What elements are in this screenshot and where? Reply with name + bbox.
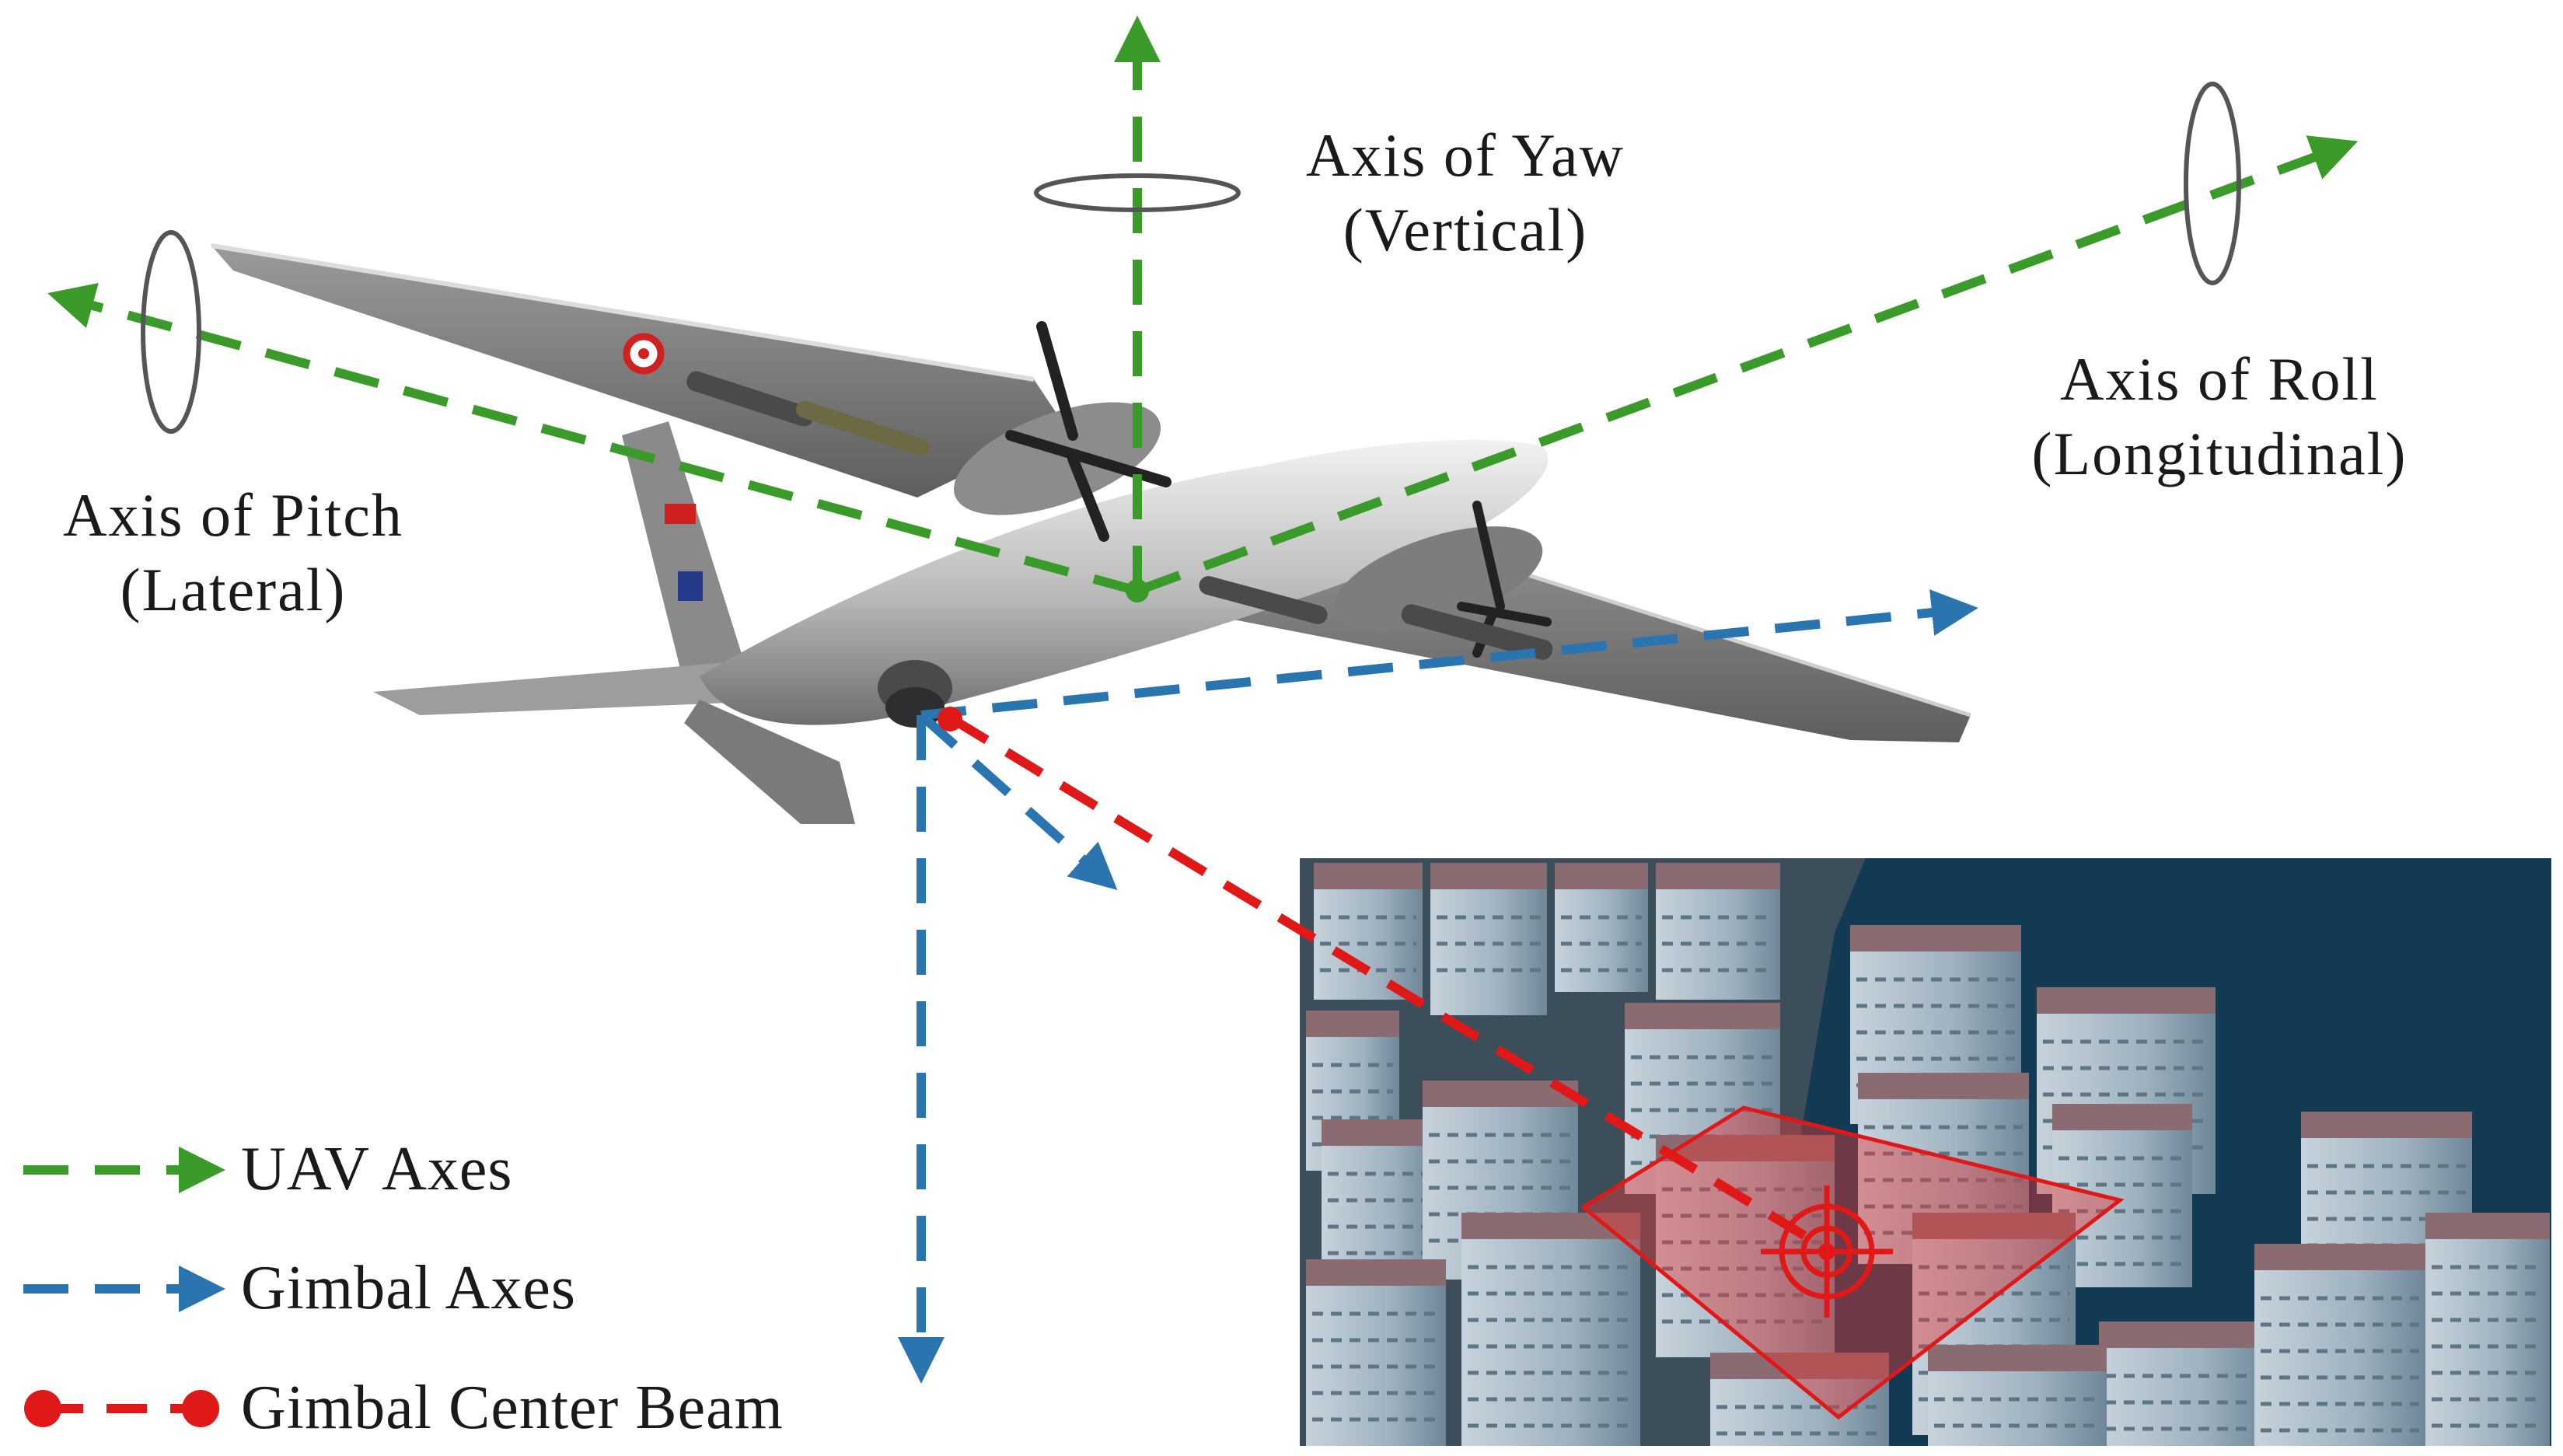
building-roof bbox=[1858, 1073, 2029, 1099]
building-roof bbox=[2037, 987, 2216, 1014]
city-point-cloud-image bbox=[1300, 858, 2551, 1446]
legend-gimbal-axes-label: Gimbal Axes bbox=[241, 1254, 576, 1322]
gimbal-center-beam bbox=[949, 714, 1834, 1256]
uav-center-point bbox=[1126, 579, 1149, 602]
uav-axes bbox=[47, 16, 2359, 595]
building-roof bbox=[1306, 1259, 1446, 1286]
gimbal-axis-lateral bbox=[918, 711, 1118, 890]
building bbox=[2254, 1264, 2425, 1446]
gimbal-axis-forward bbox=[920, 589, 1978, 720]
building-roof bbox=[2052, 1104, 2192, 1130]
roll-label-line1: Axis of Roll bbox=[2060, 345, 2379, 413]
building-roof bbox=[1928, 1345, 2107, 1371]
building bbox=[1928, 1365, 2107, 1446]
building-roof bbox=[2254, 1244, 2425, 1270]
building-roof bbox=[1710, 1353, 1889, 1379]
uav-aircraft bbox=[211, 243, 1971, 824]
building-roof bbox=[1461, 1213, 1640, 1239]
building-roof bbox=[2425, 1213, 2550, 1239]
pitch-label-line1: Axis of Pitch bbox=[63, 481, 403, 549]
building-roof bbox=[1430, 863, 1547, 889]
pitch-label-line2: (Lateral) bbox=[120, 556, 347, 623]
roll-axis-label: Axis of Roll (Longitudinal) bbox=[1975, 342, 2464, 491]
building-roof bbox=[2099, 1322, 2270, 1348]
legend-uav-axes-label: UAV Axes bbox=[241, 1135, 513, 1203]
legend-gimbal-center-beam-label: Gimbal Center Beam bbox=[241, 1374, 784, 1442]
building-roof bbox=[1912, 1213, 2076, 1239]
yaw-label-line2: (Vertical) bbox=[1343, 196, 1588, 264]
building bbox=[1430, 883, 1547, 1015]
legend-uav-axes-swatch bbox=[179, 1147, 225, 1193]
building bbox=[2099, 1342, 2270, 1446]
pitch-axis-label: Axis of Pitch (Lateral) bbox=[16, 478, 451, 627]
pitch-rotation-ring bbox=[141, 230, 201, 434]
building bbox=[1314, 883, 1423, 1000]
building-roof bbox=[1555, 863, 1648, 889]
building bbox=[1555, 883, 1648, 992]
building-roof bbox=[1322, 1119, 1438, 1146]
building-roof bbox=[1850, 925, 2021, 951]
yaw-label-line1: Axis of Yaw bbox=[1306, 121, 1625, 189]
pitch-axis bbox=[47, 282, 1139, 595]
roll-rotation-ring bbox=[2184, 82, 2241, 285]
building-roof bbox=[2301, 1112, 2472, 1138]
beam-origin-point bbox=[938, 707, 962, 731]
building bbox=[1656, 883, 1780, 1000]
building-roof bbox=[1625, 1003, 1780, 1029]
building-roof bbox=[1306, 1011, 1399, 1037]
yaw-axis-label: Axis of Yaw (Vertical) bbox=[1259, 118, 1671, 267]
gimbal-axes bbox=[898, 589, 1978, 1384]
legend-symbols bbox=[23, 1147, 225, 1427]
legend-gimbal-axes-swatch bbox=[179, 1266, 225, 1312]
building-roof bbox=[1656, 1135, 1835, 1161]
roll-label-line2: (Longitudinal) bbox=[2031, 420, 2408, 487]
building-roof bbox=[1656, 863, 1780, 889]
building-roof bbox=[1314, 863, 1423, 889]
yaw-rotation-ring bbox=[1034, 173, 1241, 212]
legend-beam-swatch bbox=[24, 1390, 61, 1427]
